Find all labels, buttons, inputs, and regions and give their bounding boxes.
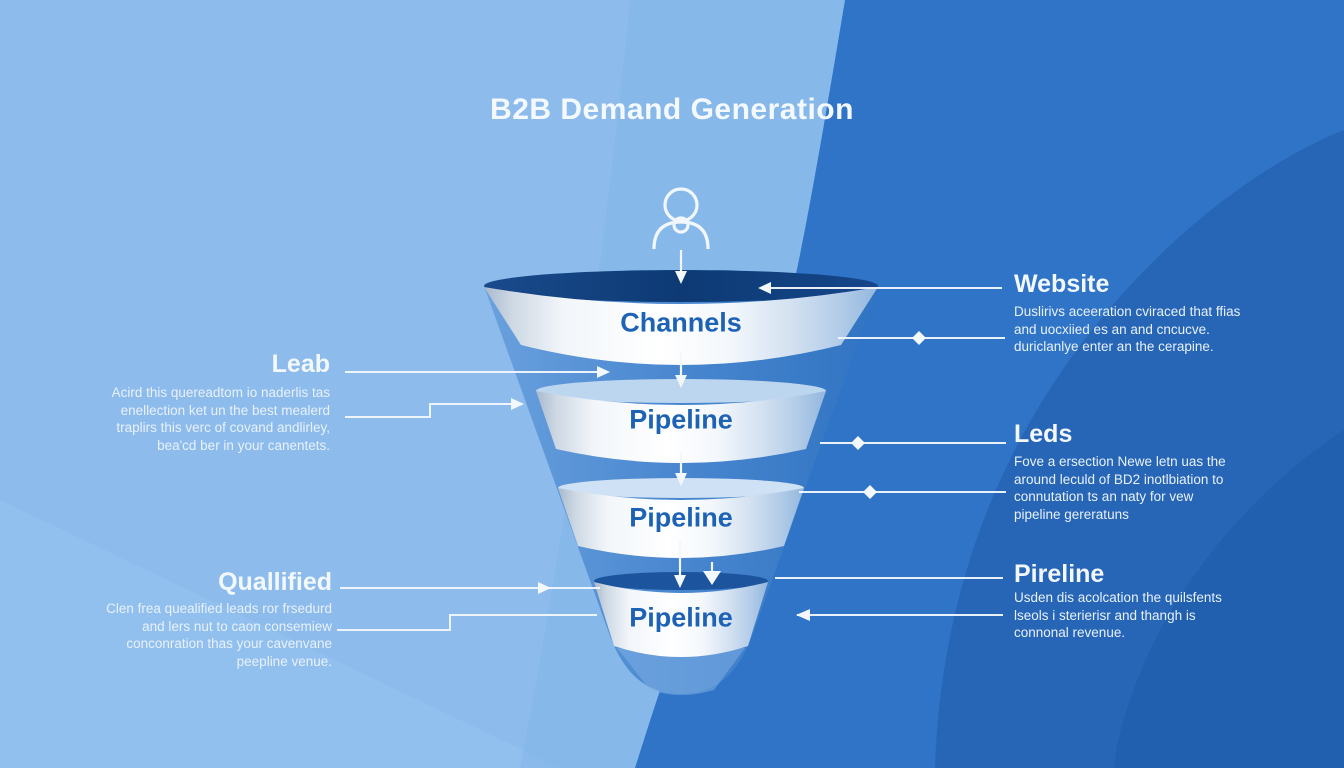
funnel-band-channels bbox=[484, 287, 878, 365]
funnel-stage-channels: Channels bbox=[620, 307, 742, 338]
funnel-band-pipeline-1 bbox=[536, 391, 826, 463]
background-darker-curve bbox=[1114, 430, 1344, 768]
annotation-leab-body: Acird this quereadtom io naderlis tas en… bbox=[111, 385, 330, 453]
person-icon bbox=[652, 187, 710, 250]
page-title: B2B Demand Generation bbox=[490, 93, 854, 126]
flow-arrows bbox=[678, 250, 714, 576]
background-light-wedge bbox=[0, 500, 560, 768]
annotation-leab-heading: Leab bbox=[271, 350, 330, 378]
flow-arrowheads bbox=[674, 271, 721, 588]
connector-markers bbox=[511, 282, 926, 621]
connector-leab-2 bbox=[345, 403, 511, 418]
funnel-spout bbox=[617, 648, 745, 695]
annotation-qualified-heading: Quallified bbox=[218, 568, 332, 596]
funnel-rim-tier2 bbox=[536, 379, 826, 403]
funnel-stage-pipeline-2: Pipeline bbox=[629, 502, 733, 533]
annotation-website-heading: Website bbox=[1014, 270, 1110, 298]
annotation-pireline-body: Usden dis acolcation the quilsfents lseo… bbox=[1014, 590, 1222, 641]
funnel-stage-pipeline-1: Pipeline bbox=[629, 404, 733, 435]
funnel-rim-top bbox=[484, 270, 878, 302]
funnel-band-pipeline-3 bbox=[594, 582, 768, 657]
annotation-leds-body: Fove a ersection Newe letn uas the aroun… bbox=[1014, 454, 1226, 522]
connector-qualified-2 bbox=[337, 614, 597, 631]
annotation-website-body: Duslirivs aceeration cviraced that ffias… bbox=[1014, 304, 1241, 355]
funnel-stage-pipeline-3: Pipeline bbox=[629, 602, 733, 633]
funnel bbox=[484, 270, 878, 695]
annotation-leds-heading: Leds bbox=[1014, 420, 1073, 448]
annotation-pireline-heading: Pireline bbox=[1014, 560, 1105, 588]
funnel-band-pipeline-2 bbox=[558, 488, 804, 558]
annotation-qualified-body: Clen frea quealified leads ror frsedurd … bbox=[106, 601, 332, 669]
funnel-rim-tier3 bbox=[558, 478, 804, 498]
